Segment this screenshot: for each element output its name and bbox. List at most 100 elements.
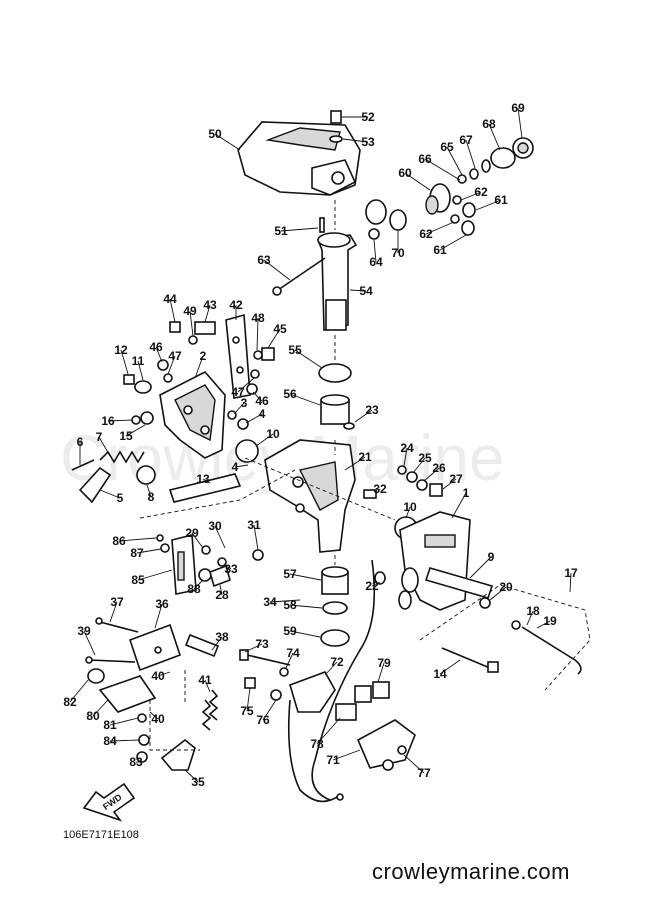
callout-leader-line <box>120 349 129 375</box>
callout-leader-line <box>465 139 476 169</box>
part-65-69-cap-assembly <box>457 137 534 184</box>
part-47b-washer <box>250 369 260 379</box>
part-58-washer <box>322 601 348 615</box>
part-callout-number: 57 <box>283 567 297 581</box>
callout-leader-line <box>191 532 204 549</box>
part-38-tube <box>184 633 220 658</box>
part-80-plate <box>98 675 157 713</box>
callout-leader-line <box>109 717 139 726</box>
part-callout-number: 83 <box>129 755 143 769</box>
callout-leader-line <box>184 769 199 783</box>
part-callout-number: 37 <box>110 595 124 609</box>
part-callout-number: 55 <box>288 343 302 357</box>
callout-leader-line <box>354 409 373 423</box>
part-24-nut <box>397 465 407 475</box>
callout-leader-line <box>211 636 223 651</box>
callout-leader-line <box>193 579 204 590</box>
part-73-bolt <box>239 649 291 666</box>
part-callout-number: 45 <box>273 322 287 336</box>
dashed-frame-17 <box>419 584 591 691</box>
part-74-washer <box>279 667 289 677</box>
part-25-washer <box>406 471 418 483</box>
part-callout-number: 80 <box>86 709 100 723</box>
part-callout-number: 73 <box>255 637 269 651</box>
part-6-bolt <box>71 459 95 471</box>
part-75-bolt <box>244 677 256 689</box>
part-63-bolt <box>272 257 326 296</box>
part-callout-number: 61 <box>433 243 447 257</box>
callout-leader-line <box>99 489 121 499</box>
part-51-pin <box>319 217 325 233</box>
part-callout-number: 69 <box>511 101 525 115</box>
callout-leader-line <box>280 227 319 232</box>
part-callout-number: 40 <box>151 669 165 683</box>
part-45-collar <box>261 347 275 361</box>
part-46-nut <box>157 359 169 371</box>
callout-leader-line <box>269 599 301 603</box>
part-callout-number: 54 <box>359 284 373 298</box>
part-47-washer <box>163 373 173 383</box>
part-callout-number: 14 <box>433 667 447 681</box>
callout-leader-line <box>204 304 211 323</box>
part-16-nut <box>131 415 141 425</box>
part-9-tube <box>424 567 494 599</box>
callout-leader-line <box>137 569 173 581</box>
part-3-washer <box>227 410 237 420</box>
part-callout-number: 6 <box>77 435 84 449</box>
part-86-screw <box>156 534 164 542</box>
part-82-knob <box>87 668 105 684</box>
part-callout-number: 17 <box>564 566 578 580</box>
callout-leader-line <box>342 138 369 143</box>
part-callout-number: 48 <box>251 311 265 325</box>
part-1-clamp-bracket <box>398 511 471 611</box>
part-23-clip <box>343 422 355 430</box>
callout-leader-line <box>214 525 226 549</box>
part-5-lever <box>78 466 112 504</box>
part-callout-number: 59 <box>283 624 297 638</box>
part-callout-number: 8 <box>148 490 155 504</box>
part-callout-number: 58 <box>283 598 297 612</box>
callout-leader-line <box>245 413 263 424</box>
part-20-nut <box>479 597 491 609</box>
part-callout-number: 56 <box>283 387 297 401</box>
part-callout-number: 85 <box>131 573 145 587</box>
part-callout-number: 64 <box>369 255 383 269</box>
part-callout-number: 68 <box>482 117 496 131</box>
callout-leader-line <box>475 199 502 211</box>
part-callout-number: 82 <box>63 695 77 709</box>
callout-leader-line <box>154 603 163 629</box>
part-callout-number: 84 <box>103 734 117 748</box>
part-48-washer <box>253 350 263 360</box>
part-52-53-bolt <box>329 110 343 143</box>
part-callout-number: 12 <box>114 343 128 357</box>
part-49-washer <box>188 335 198 345</box>
callout-leader-line <box>439 234 467 251</box>
callout-leader-line <box>569 572 572 593</box>
callout-leader-line <box>446 146 463 176</box>
part-60-gear <box>425 183 451 215</box>
callout-leader-line <box>107 419 133 422</box>
part-11-bushing <box>134 380 152 394</box>
callout-leader-line <box>136 548 162 554</box>
part-callout-number: 34 <box>263 595 277 609</box>
part-41-springs <box>201 689 219 731</box>
callout-leader-line <box>424 158 461 181</box>
part-callout-number: 62 <box>474 185 488 199</box>
part-callout-number: 75 <box>240 704 254 718</box>
callout-leader-line <box>137 360 144 381</box>
part-callout-number: 88 <box>187 582 201 596</box>
callout-leader-line <box>289 630 321 638</box>
part-callout-number: 36 <box>155 597 169 611</box>
callout-leader-line <box>155 346 163 363</box>
callout-leader-line <box>488 123 501 151</box>
part-callout-number: 43 <box>203 298 217 312</box>
part-callout-number: 66 <box>418 152 432 166</box>
callout-leader-line <box>285 652 294 669</box>
part-54-steering-shaft <box>316 232 358 331</box>
callout-leader-line <box>234 464 249 468</box>
part-70-gear <box>365 199 407 231</box>
part-callout-number: 70 <box>391 246 405 260</box>
callout-leader-line <box>489 586 507 601</box>
part-84-nut <box>138 734 150 746</box>
callout-leader-line <box>294 349 323 369</box>
